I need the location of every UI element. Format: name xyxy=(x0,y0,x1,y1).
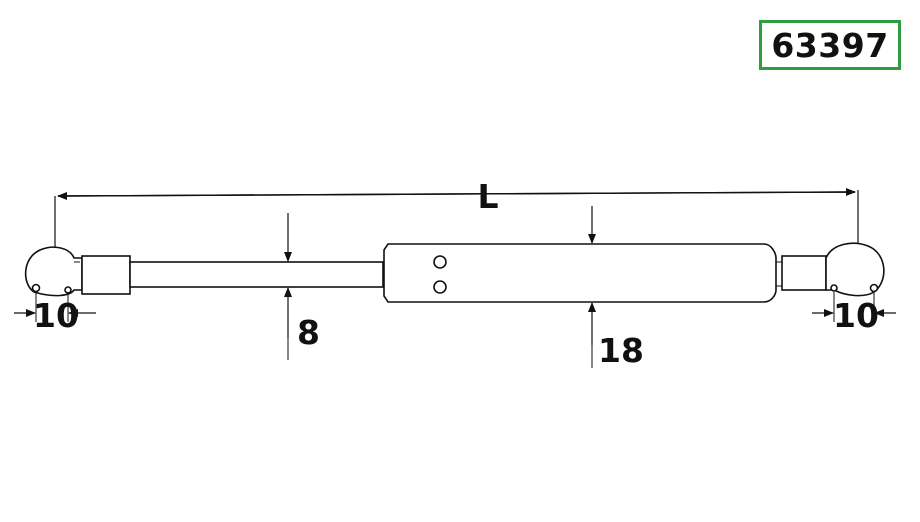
length-label: L xyxy=(477,177,498,216)
rod-diameter-label: 8 xyxy=(297,313,320,352)
right-fitting-dimension: 10 xyxy=(812,292,896,335)
right-collar xyxy=(776,255,827,291)
right-fitting-label: 10 xyxy=(833,296,879,335)
cylinder-body xyxy=(383,243,777,303)
left-fitting-label: 10 xyxy=(33,296,79,335)
body-diameter-label: 18 xyxy=(598,331,644,370)
left-collar xyxy=(81,255,131,295)
left-fitting-dimension: 10 xyxy=(14,292,96,335)
length-dimension: L xyxy=(54,177,859,250)
body-diameter-dimension: 18 xyxy=(588,206,644,370)
right-end-fitting xyxy=(825,242,885,297)
piston-rod xyxy=(129,261,384,288)
part-number-badge: 63397 xyxy=(759,20,901,70)
rod-diameter-dimension: 8 xyxy=(284,213,320,360)
left-end-fitting xyxy=(24,246,83,297)
part-number: 63397 xyxy=(771,25,889,65)
